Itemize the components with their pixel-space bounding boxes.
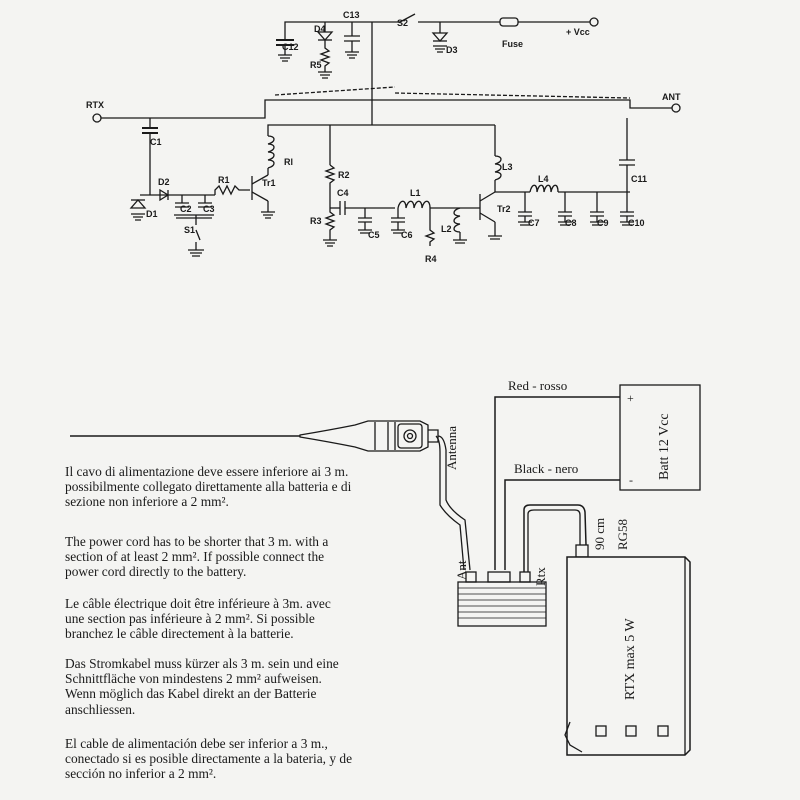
instruction-fr: Le câble électrique doit être inférieure… xyxy=(65,596,331,642)
component-label-c11: C11 xyxy=(631,174,647,184)
component-label-c2: C2 xyxy=(180,204,192,214)
battery-label: Batt 12 Vcc xyxy=(657,413,672,480)
vcc-terminal xyxy=(589,17,599,27)
wiring-diagram: Antenna Batt 12 Vcc + - Red - rosso Blac… xyxy=(70,378,701,756)
ant-terminal xyxy=(671,103,681,113)
component-label-d1: D1 xyxy=(146,209,158,219)
component-label-r2: R2 xyxy=(338,170,350,180)
component-label-d2: D2 xyxy=(158,177,170,187)
component-label-s2: S2 xyxy=(397,18,408,28)
component-label-c5: C5 xyxy=(368,230,380,240)
antenna-base xyxy=(299,420,429,452)
instruction-en: The power cord has to be shorter that 3 … xyxy=(65,534,329,580)
component-label-c9: C9 xyxy=(597,218,609,228)
red-wire-label: Red - rosso xyxy=(508,378,567,393)
component-label-c4: C4 xyxy=(337,188,349,198)
ant-label: ANT xyxy=(662,92,681,102)
component-label-c7: C7 xyxy=(528,218,540,228)
battery-minus: - xyxy=(629,473,633,487)
circuit-schematic: RTX ANT + Vcc Fuse S2 C13 C12 D4 R5 D3 C… xyxy=(86,10,681,264)
component-label-l2: L2 xyxy=(441,224,452,234)
component-label-d3: D3 xyxy=(446,45,458,55)
antenna-cable-label: Antenna xyxy=(444,426,459,470)
component-label-tr2: Tr2 xyxy=(497,204,511,214)
rtx-port-label: Rtx xyxy=(533,567,548,586)
black-wire xyxy=(504,479,620,570)
instruction-de: Das Stromkabel muss kürzer als 3 m. sein… xyxy=(65,656,339,717)
radio-label: RTX max 5 W xyxy=(623,617,638,700)
component-label-c8: C8 xyxy=(565,218,577,228)
component-label-r3: R3 xyxy=(310,216,322,226)
instruction-es: El cable de alimentación debe ser inferi… xyxy=(65,736,353,782)
component-label-c12: C12 xyxy=(282,42,299,52)
component-label-r4: R4 xyxy=(425,254,437,264)
component-label-fuse: Fuse xyxy=(502,39,523,49)
matcher-unit xyxy=(457,581,547,627)
component-label-l3: L3 xyxy=(502,162,513,172)
instruction-it: Il cavo di alimentazione deve essere inf… xyxy=(65,464,352,510)
component-label-rl: Rl xyxy=(284,157,293,167)
component-label-vcc: + Vcc xyxy=(566,27,590,37)
black-wire-label: Black - nero xyxy=(514,461,578,476)
component-label-r5: R5 xyxy=(310,60,322,70)
component-label-c3: C3 xyxy=(203,204,215,214)
component-label-c10: C10 xyxy=(628,218,645,228)
component-label-c13: C13 xyxy=(343,10,360,20)
component-label-c1: C1 xyxy=(150,137,162,147)
component-label-l1: L1 xyxy=(410,188,421,198)
fuse xyxy=(499,17,519,27)
cable-length-label: 90 cm xyxy=(592,518,607,550)
component-label-s1: S1 xyxy=(184,225,195,235)
red-wire xyxy=(494,396,620,570)
component-label-r1: R1 xyxy=(218,175,230,185)
battery-plus: + xyxy=(627,391,634,405)
rtx-terminal xyxy=(92,113,102,123)
battery xyxy=(619,384,701,491)
component-label-d4: D4 xyxy=(314,24,326,34)
rtx-label: RTX xyxy=(86,100,104,110)
coax-cable xyxy=(523,504,587,572)
component-label-c6: C6 xyxy=(401,230,413,240)
component-label-tr1: Tr1 xyxy=(262,178,276,188)
cable-type-label: RG58 xyxy=(615,519,630,550)
component-label-l4: L4 xyxy=(538,174,549,184)
ant-port-label: Ant xyxy=(454,560,469,580)
